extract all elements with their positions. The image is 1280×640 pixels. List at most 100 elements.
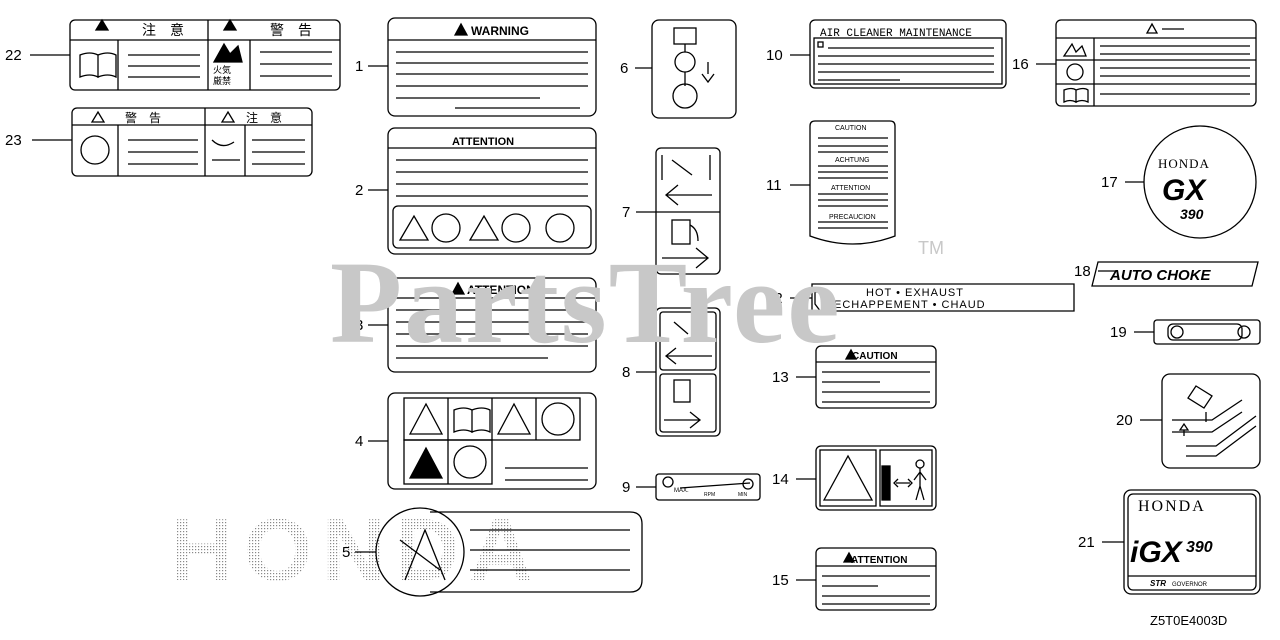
label-10[interactable] <box>790 19 1007 89</box>
honda-brand-text: HONDA <box>1158 156 1210 171</box>
callout-14: 14 <box>772 471 789 488</box>
attention-lang-text: ATTENTION <box>831 185 870 192</box>
callout-2: 2 <box>355 182 363 199</box>
watermark: PartsTree <box>330 237 842 368</box>
callout-16: 16 <box>1012 56 1029 73</box>
fuel-gauge-icon <box>1237 325 1251 339</box>
caution-heading: CAUTION <box>852 351 898 362</box>
label-14[interactable] <box>796 445 937 511</box>
label-2[interactable] <box>368 127 597 255</box>
warning-triangle-icon <box>450 281 466 295</box>
str-text: STR <box>1150 579 1166 588</box>
gx-logo-text: GX <box>1162 174 1207 207</box>
keep-distance-arrow-icon <box>893 478 913 488</box>
label-11[interactable] <box>790 120 896 245</box>
hot-exhaust-text: HOT • EXHAUST <box>866 287 964 299</box>
callout-9: 9 <box>622 479 630 496</box>
arrow-left-icon <box>664 347 712 365</box>
warning-triangle-icon <box>496 402 532 435</box>
trademark: TM <box>918 238 944 258</box>
precaucion-lang-text: PRECAUCION <box>829 214 876 221</box>
callout-18: 18 <box>1074 263 1091 280</box>
person-icon <box>915 459 925 469</box>
no-fire-icon <box>453 445 487 479</box>
fire-triangle-icon <box>408 446 444 479</box>
gas-fumes-icon <box>1066 63 1084 81</box>
warning-triangle-icon <box>222 18 238 31</box>
label-18[interactable] <box>1091 261 1259 287</box>
label-12[interactable] <box>790 283 1075 314</box>
label-23[interactable] <box>32 107 313 177</box>
oil-fill-icon <box>1172 399 1257 457</box>
jp-warning-text: 警 告 <box>125 110 161 125</box>
air-cleaner-heading: AIR CLEANER MAINTENANCE <box>820 28 972 40</box>
gas-fumes-icon <box>80 135 110 165</box>
gx-model-text: 390 <box>1180 206 1204 222</box>
label-22[interactable] <box>30 18 341 91</box>
label-17[interactable] <box>1125 125 1257 239</box>
warning-triangle-icon <box>408 402 444 435</box>
warning-triangle-icon <box>468 214 500 241</box>
label-16[interactable] <box>1036 19 1257 107</box>
label-20[interactable] <box>1140 373 1261 469</box>
hot-exhaust-french-text: ECHAPPEMENT • CHAUD <box>834 299 986 311</box>
callout-17: 17 <box>1101 174 1118 191</box>
callout-13: 13 <box>772 369 789 386</box>
arrow-up-icon <box>1178 422 1190 436</box>
warning-triangle-icon <box>94 18 110 31</box>
manual-book-icon <box>453 407 491 434</box>
choke-lever-icon <box>673 321 689 335</box>
label-3[interactable] <box>368 277 597 373</box>
label-8[interactable] <box>636 307 721 437</box>
warning-triangle-icon <box>842 551 856 563</box>
fire-icon <box>1062 42 1087 57</box>
warning-triangle-icon <box>453 22 469 36</box>
rpm-text: RPM <box>704 492 715 498</box>
label-1[interactable] <box>368 17 597 117</box>
callout-4: 4 <box>355 433 363 450</box>
warning-heading: WARNING <box>471 24 529 38</box>
callout-23: 23 <box>5 132 22 149</box>
igx-model-text: 390 <box>1186 539 1213 556</box>
jp-caution-text: 注 意 <box>246 110 282 125</box>
label-13[interactable] <box>796 345 937 409</box>
prohibition-icon <box>541 402 575 436</box>
prohibition-icon <box>399 528 446 581</box>
callout-5: 5 <box>342 544 350 561</box>
fire-icon <box>212 42 243 63</box>
warning-triangle-icon <box>398 214 430 241</box>
honda-brand-text: HONDA <box>1138 498 1206 515</box>
label-5[interactable] <box>355 507 643 597</box>
governor-text: GOVERNOR <box>1172 582 1208 588</box>
callout-20: 20 <box>1116 412 1133 429</box>
attention-heading: ATTENTION <box>452 136 514 148</box>
label-7[interactable] <box>636 147 721 275</box>
callout-22: 22 <box>5 47 22 64</box>
callout-10: 10 <box>766 47 783 64</box>
label-15[interactable] <box>796 547 937 611</box>
attention-heading: ATTENTION <box>467 283 535 297</box>
label-9[interactable] <box>636 473 761 501</box>
prohibition-icon <box>431 213 461 243</box>
arrow-right-icon <box>664 411 702 429</box>
callout-7: 7 <box>622 204 630 221</box>
achtung-lang-text: ACHTUNG <box>835 157 870 164</box>
label-4[interactable] <box>368 392 597 490</box>
arrow-down-icon <box>814 291 828 314</box>
jp-warning-text: 警 告 <box>270 22 312 38</box>
hot-surface-warning-icon <box>822 454 874 501</box>
fuel-pump-icon <box>673 379 691 403</box>
callout-11: 11 <box>766 177 782 194</box>
label-21[interactable] <box>1102 489 1261 595</box>
turtle-icon <box>662 476 674 488</box>
caution-lang-text: CAUTION <box>835 125 867 132</box>
callout-12: 12 <box>766 290 783 307</box>
min-text: MIN <box>738 492 748 498</box>
jp-ban-text: 厳禁 <box>213 75 231 86</box>
label-6[interactable] <box>635 19 737 119</box>
label-19[interactable] <box>1134 319 1261 345</box>
fuel-pump-icon <box>671 219 691 245</box>
jp-caution-text: 注 意 <box>142 22 184 38</box>
callout-15: 15 <box>772 572 789 589</box>
